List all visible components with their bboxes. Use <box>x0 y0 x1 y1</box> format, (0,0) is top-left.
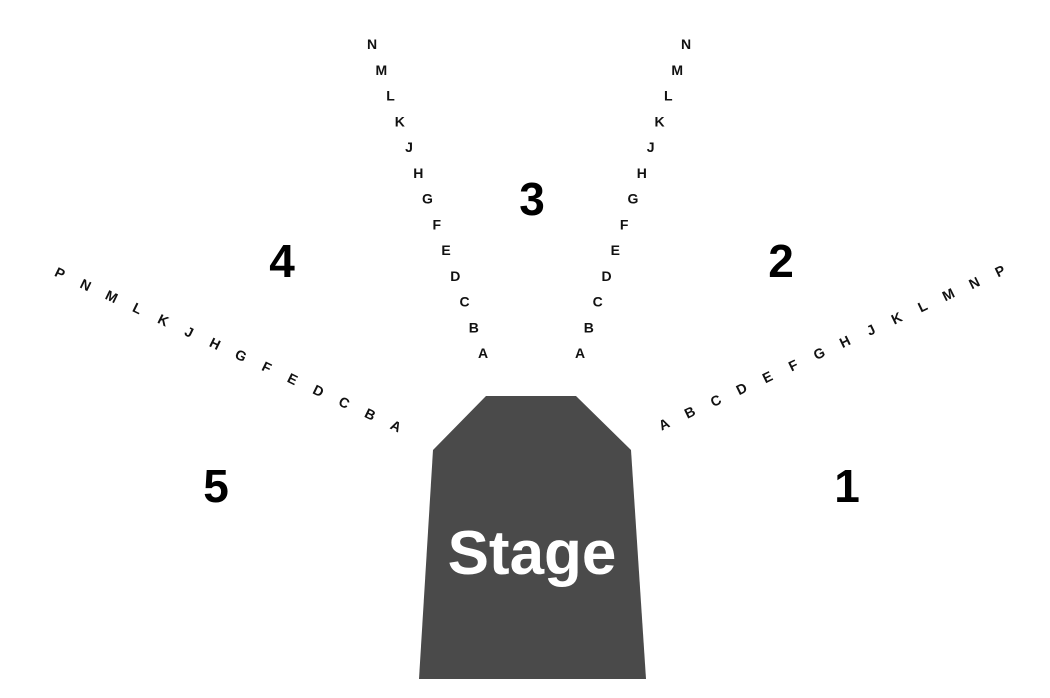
stage-label: Stage <box>448 519 617 588</box>
row-label-section-1-N[interactable]: N <box>966 273 982 292</box>
row-label-section-4-N[interactable]: N <box>367 36 377 52</box>
row-label-section-5-L[interactable]: L <box>130 299 145 317</box>
section-1-label[interactable]: 1 <box>834 460 860 512</box>
row-label-section-2-H[interactable]: H <box>637 165 647 181</box>
row-label-section-4-J[interactable]: J <box>405 139 413 155</box>
row-label-section-5-A[interactable]: A <box>388 417 404 436</box>
row-label-section-4-D[interactable]: D <box>450 268 460 284</box>
row-label-section-1-C[interactable]: C <box>708 391 724 410</box>
row-label-section-1-B[interactable]: B <box>682 403 698 422</box>
row-label-section-2-E[interactable]: E <box>611 242 620 258</box>
row-label-section-1-P[interactable]: P <box>992 262 1007 280</box>
row-label-section-1-D[interactable]: D <box>733 379 749 398</box>
row-label-section-5-H[interactable]: H <box>207 334 223 353</box>
row-label-section-1-M[interactable]: M <box>940 285 958 304</box>
row-label-section-4-B[interactable]: B <box>469 319 479 335</box>
row-label-section-5-B[interactable]: B <box>362 405 378 424</box>
row-label-section-4-G[interactable]: G <box>422 191 433 207</box>
row-label-section-5-J[interactable]: J <box>182 323 196 341</box>
row-label-section-5-K[interactable]: K <box>155 311 171 330</box>
row-label-section-4-F[interactable]: F <box>433 216 442 232</box>
row-label-section-2-M[interactable]: M <box>671 62 683 78</box>
row-label-section-2-B[interactable]: B <box>584 319 594 335</box>
row-label-section-5-G[interactable]: G <box>232 346 249 365</box>
row-label-section-1-F[interactable]: F <box>786 356 801 374</box>
row-label-section-2-C[interactable]: C <box>593 294 603 310</box>
row-label-section-5-N[interactable]: N <box>78 275 94 294</box>
row-label-section-1-L[interactable]: L <box>915 297 930 315</box>
row-label-section-4-A[interactable]: A <box>478 345 488 361</box>
row-label-section-1-G[interactable]: G <box>811 344 828 363</box>
row-label-section-2-D[interactable]: D <box>601 268 611 284</box>
row-label-section-4-M[interactable]: M <box>375 62 387 78</box>
row-label-section-2-J[interactable]: J <box>647 139 655 155</box>
row-label-section-5-M[interactable]: M <box>103 287 121 306</box>
stage[interactable] <box>419 396 646 679</box>
section-2-label[interactable]: 2 <box>768 235 794 287</box>
row-label-section-5-P[interactable]: P <box>52 264 67 282</box>
row-label-section-5-F[interactable]: F <box>259 358 274 376</box>
row-label-section-5-E[interactable]: E <box>285 370 300 388</box>
row-label-section-2-N[interactable]: N <box>681 36 691 52</box>
row-label-section-1-K[interactable]: K <box>889 309 905 328</box>
row-label-section-4-L[interactable]: L <box>386 88 395 104</box>
row-label-section-4-H[interactable]: H <box>413 165 423 181</box>
row-label-section-2-F[interactable]: F <box>620 216 629 232</box>
row-label-section-5-D[interactable]: D <box>310 381 326 400</box>
section-4-label[interactable]: 4 <box>269 235 295 287</box>
row-label-section-2-A[interactable]: A <box>575 345 585 361</box>
row-label-section-1-H[interactable]: H <box>837 332 853 351</box>
row-label-section-5-C[interactable]: C <box>336 393 352 412</box>
row-label-section-4-C[interactable]: C <box>459 294 469 310</box>
section-3-label[interactable]: 3 <box>519 173 545 225</box>
row-label-section-1-J[interactable]: J <box>864 321 878 339</box>
row-label-section-1-E[interactable]: E <box>760 368 775 386</box>
section-5-label[interactable]: 5 <box>203 460 229 512</box>
row-label-section-2-G[interactable]: G <box>628 191 639 207</box>
row-label-section-4-K[interactable]: K <box>395 113 405 129</box>
row-label-section-2-L[interactable]: L <box>664 88 673 104</box>
row-label-section-2-K[interactable]: K <box>654 113 664 129</box>
row-label-section-1-A[interactable]: A <box>656 415 672 434</box>
row-label-section-4-E[interactable]: E <box>441 242 450 258</box>
